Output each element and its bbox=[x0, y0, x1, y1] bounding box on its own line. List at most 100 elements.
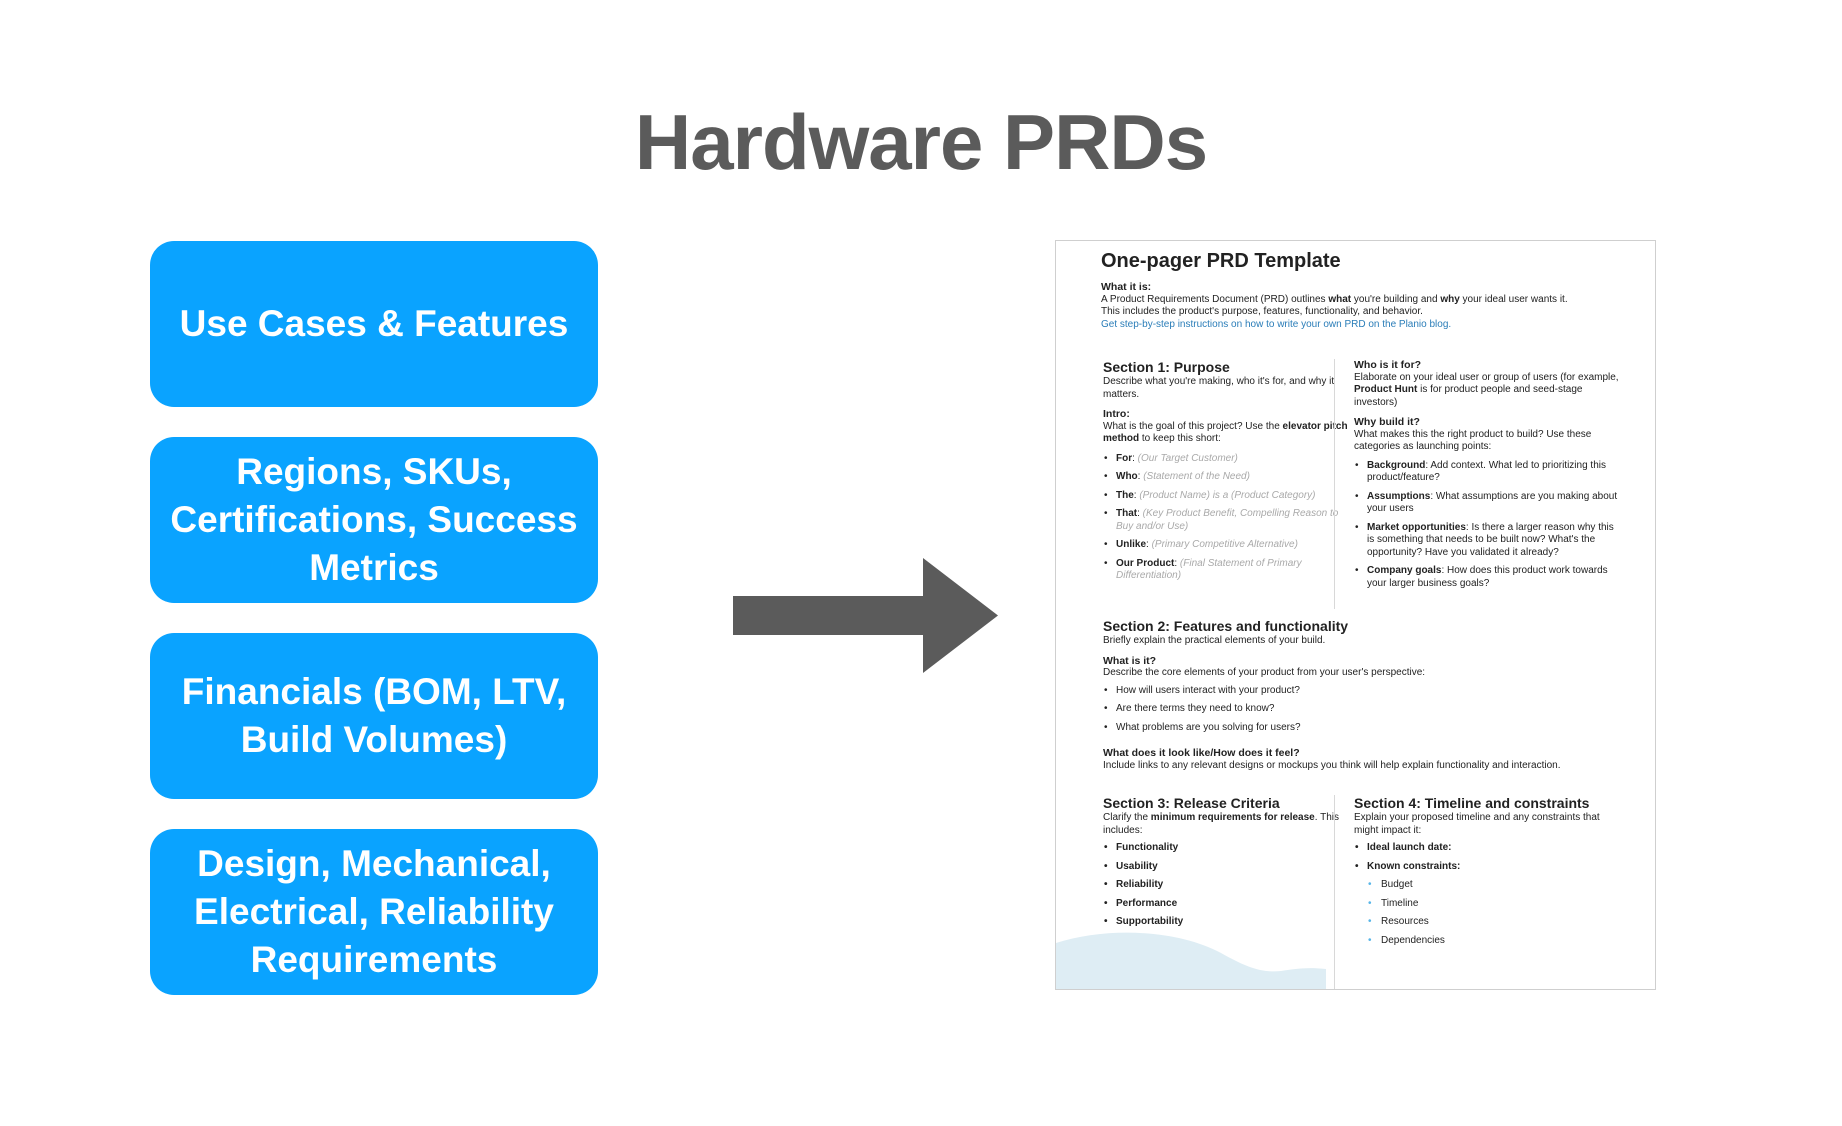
what-is-it-text: Describe the core elements of your produ… bbox=[1103, 667, 1426, 678]
text-bold: why bbox=[1440, 293, 1460, 305]
list-item: Background: Add context. What led to pri… bbox=[1354, 460, 1619, 485]
pitch-label: The bbox=[1116, 489, 1134, 501]
list-item: Performance bbox=[1103, 898, 1348, 911]
text-bold: elevator pitch method bbox=[1103, 420, 1348, 445]
constraints-sublist: Budget Timeline Resources Dependencies bbox=[1354, 879, 1619, 947]
section2-features: Section 2: Features and functionality Br… bbox=[1103, 618, 1633, 772]
text: you're building and bbox=[1351, 293, 1441, 305]
pitch-label: Our Product bbox=[1116, 557, 1175, 569]
text: What is the goal of this project? Use th… bbox=[1103, 420, 1283, 432]
slide-title: Hardware PRDs bbox=[634, 98, 1208, 186]
list-item: Budget bbox=[1354, 879, 1619, 892]
topic-box-financials: Financials (BOM, LTV, Build Volumes) bbox=[150, 633, 598, 799]
what-it-is-line2: This includes the product's purpose, fea… bbox=[1101, 306, 1423, 317]
pitch-placeholder: (Primary Competitive Alternative) bbox=[1151, 539, 1298, 550]
section2-title: Section 2: Features and functionality bbox=[1103, 618, 1349, 634]
section3-desc: Clarify the minimum requirements for rel… bbox=[1103, 812, 1348, 837]
section4-timeline: Section 4: Timeline and constraints Expl… bbox=[1354, 795, 1619, 953]
release-criteria-list: Functionality Usability Reliability Perf… bbox=[1103, 842, 1348, 929]
item-label: Market opportunities bbox=[1367, 521, 1466, 533]
list-item: Resources bbox=[1354, 916, 1619, 929]
column-divider bbox=[1334, 795, 1335, 989]
text: is for product people and seed-stage inv… bbox=[1354, 384, 1583, 408]
why-text: What makes this the right product to bui… bbox=[1354, 428, 1592, 453]
who-text: Elaborate on your ideal user or group of… bbox=[1354, 372, 1619, 410]
text: A Product Requirements Document (PRD) ou… bbox=[1101, 293, 1329, 305]
list-item: What problems are you solving for users? bbox=[1103, 722, 1633, 735]
text: your ideal user wants it. bbox=[1459, 293, 1568, 305]
section4-desc: Explain your proposed timeline and any c… bbox=[1354, 812, 1600, 836]
text: Clarify the bbox=[1103, 812, 1151, 823]
text: . This includes: bbox=[1103, 812, 1340, 836]
what-it-is-block: What it is: A Product Requirements Docum… bbox=[1101, 281, 1631, 331]
item-label: Background bbox=[1367, 459, 1426, 471]
what-it-is-heading: What it is: bbox=[1101, 281, 1152, 293]
list-item: Reliability bbox=[1103, 879, 1348, 892]
item-text: : What assumptions are you making about … bbox=[1367, 490, 1618, 515]
list-item: Known constraints: bbox=[1354, 861, 1619, 874]
section3-release-criteria: Section 3: Release Criteria Clarify the … bbox=[1103, 795, 1348, 935]
column-divider bbox=[1334, 359, 1335, 609]
item-label: Company goals bbox=[1367, 565, 1442, 576]
what-it-is-line1: A Product Requirements Document (PRD) ou… bbox=[1101, 294, 1631, 307]
item-text: : How does this product work towards you… bbox=[1367, 565, 1608, 589]
list-item: Unlike: (Primary Competitive Alternative… bbox=[1103, 539, 1348, 552]
pitch-label: Who bbox=[1116, 471, 1138, 482]
list-item: Who: (Statement of the Need) bbox=[1103, 471, 1348, 484]
section4-title: Section 4: Timeline and constraints bbox=[1354, 795, 1590, 811]
list-item: Dependencies bbox=[1354, 935, 1619, 948]
text: Elaborate on your ideal user or group of… bbox=[1354, 371, 1619, 383]
item-label: Assumptions bbox=[1367, 490, 1431, 502]
list-item: Assumptions: What assumptions are you ma… bbox=[1354, 491, 1619, 516]
item-text: : Is there a larger reason why this is s… bbox=[1367, 521, 1614, 558]
section1-title: Section 1: Purpose bbox=[1103, 359, 1230, 375]
list-item: For: (Our Target Customer) bbox=[1103, 453, 1348, 466]
topic-box-regions: Regions, SKUs, Certifications, Success M… bbox=[150, 437, 598, 603]
section1-desc: Describe what you're making, who it's fo… bbox=[1103, 376, 1335, 400]
list-item: Timeline bbox=[1354, 898, 1619, 911]
pitch-label: For bbox=[1116, 452, 1133, 464]
right-arrow-icon bbox=[733, 558, 998, 673]
pitch-label: That bbox=[1116, 508, 1138, 519]
features-list: How will users interact with your produc… bbox=[1103, 685, 1633, 735]
pitch-placeholder: (Final Statement of Primary Differentiat… bbox=[1116, 557, 1302, 582]
pitch-label: Unlike bbox=[1116, 539, 1147, 550]
who-heading: Who is it for? bbox=[1354, 359, 1422, 371]
intro-text: What is the goal of this project? Use th… bbox=[1103, 421, 1348, 446]
planio-blog-link[interactable]: Get step-by-step instructions on how to … bbox=[1101, 318, 1452, 330]
who-why-block: Who is it for? Elaborate on your ideal u… bbox=[1354, 359, 1619, 596]
list-item: How will users interact with your produc… bbox=[1103, 685, 1633, 698]
why-list: Background: Add context. What led to pri… bbox=[1354, 460, 1619, 591]
look-feel-text: Include links to any relevant designs or… bbox=[1103, 759, 1561, 771]
list-item: Market opportunities: Is there a larger … bbox=[1354, 522, 1619, 560]
pitch-placeholder: (Statement of the Need) bbox=[1143, 471, 1250, 482]
pitch-placeholder: (Product Name) is a (Product Category) bbox=[1139, 489, 1316, 501]
text: to keep this short: bbox=[1139, 433, 1221, 444]
doc-title: One-pager PRD Template bbox=[1101, 250, 1341, 272]
text-bold: Product Hunt bbox=[1354, 384, 1418, 395]
list-item: That: (Key Product Benefit, Compelling R… bbox=[1103, 508, 1348, 533]
topic-box-list: Use Cases & Features Regions, SKUs, Cert… bbox=[150, 241, 598, 1025]
list-item: Supportability bbox=[1103, 916, 1348, 929]
list-item: Are there terms they need to know? bbox=[1103, 703, 1633, 716]
why-heading: Why build it? bbox=[1354, 416, 1420, 428]
topic-box-requirements: Design, Mechanical, Electrical, Reliabil… bbox=[150, 829, 598, 995]
intro-heading: Intro: bbox=[1103, 408, 1130, 420]
pitch-placeholder: (Key Product Benefit, Compelling Reason … bbox=[1116, 508, 1339, 532]
list-item: Company goals: How does this product wor… bbox=[1354, 565, 1619, 590]
list-item: Usability bbox=[1103, 861, 1348, 874]
what-is-it-heading: What is it? bbox=[1103, 654, 1157, 667]
list-item: Ideal launch date: bbox=[1354, 842, 1619, 855]
prd-template-document: One-pager PRD Template What it is: A Pro… bbox=[1055, 240, 1656, 990]
section3-title: Section 3: Release Criteria bbox=[1103, 795, 1280, 811]
decorative-wave bbox=[1056, 932, 1326, 989]
text-bold: what bbox=[1328, 293, 1352, 305]
timeline-list: Ideal launch date: Known constraints: bbox=[1354, 842, 1619, 873]
pitch-list: For: (Our Target Customer) Who: (Stateme… bbox=[1103, 453, 1348, 583]
item-text: : Add context. What led to prioritizing … bbox=[1367, 459, 1606, 484]
section1-purpose: Section 1: Purpose Describe what you're … bbox=[1103, 359, 1348, 589]
pitch-placeholder: (Our Target Customer) bbox=[1137, 452, 1238, 464]
look-feel-heading: What does it look like/How does it feel? bbox=[1103, 747, 1300, 759]
list-item: Functionality bbox=[1103, 842, 1348, 855]
text-bold: minimum requirements for release bbox=[1150, 812, 1315, 823]
